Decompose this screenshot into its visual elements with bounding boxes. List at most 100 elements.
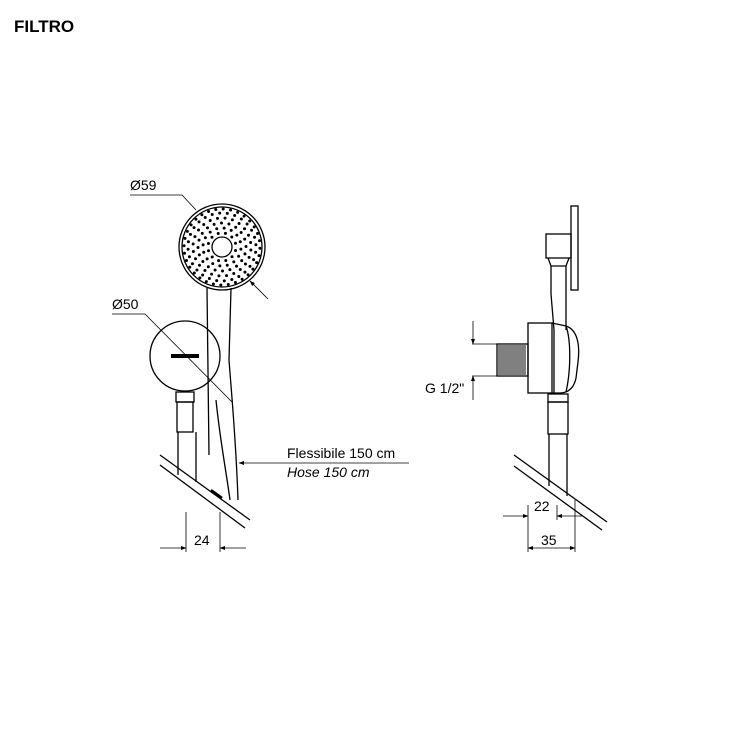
hose-inner <box>215 399 231 501</box>
nozzle-dot <box>233 213 237 217</box>
stem-body <box>176 401 194 433</box>
nozzle-dot <box>226 282 230 286</box>
nozzle-dot <box>197 253 201 257</box>
nozzle-dot <box>201 273 205 277</box>
dim-head-leader <box>130 194 197 211</box>
nozzle-dot <box>210 235 214 239</box>
nozzle-dot <box>223 231 227 235</box>
side-view: G 1/2" 22 35 <box>425 205 608 552</box>
dim-inner-22: 22 <box>534 498 550 514</box>
nozzle-dot <box>243 237 247 241</box>
nozzle-dot <box>212 222 216 226</box>
nozzle-dot <box>188 265 192 269</box>
nozzle-dot <box>197 238 201 242</box>
holder-body-side <box>527 322 553 394</box>
nozzle-dot <box>256 232 260 236</box>
nozzle-dot <box>191 250 195 254</box>
nozzle-dot <box>185 229 189 233</box>
handle-side-lower-left <box>550 293 555 394</box>
nozzle-dot <box>196 246 200 250</box>
nozzle-dot <box>207 209 211 213</box>
nozzle-dot <box>206 265 210 269</box>
nozzle-dot <box>201 260 205 264</box>
nozzle-dot <box>218 211 222 215</box>
nozzle-dot <box>223 216 227 220</box>
nozzle-dot <box>243 227 247 231</box>
nozzle-dot <box>188 232 192 236</box>
nozzle-dot <box>210 212 214 216</box>
nozzle-dot <box>202 222 206 226</box>
nozzle-dot <box>221 207 225 211</box>
wall-line-lower <box>159 464 246 529</box>
nozzle-dot <box>210 255 214 259</box>
side-wall-lower <box>513 465 603 531</box>
dim-holder-diameter: Ø50 <box>112 296 139 312</box>
wall-line-upper <box>159 454 251 521</box>
nozzle-dot <box>254 250 258 254</box>
holder-logo <box>171 354 199 358</box>
nozzle-dot <box>215 279 219 283</box>
nozzle-dot <box>204 280 208 284</box>
nozzle-dot <box>200 231 204 235</box>
nozzle-dot <box>247 255 251 259</box>
side-wall-upper <box>513 454 608 523</box>
nozzle-dot <box>198 276 202 280</box>
nozzle-dot <box>236 210 240 214</box>
nozzle-dot <box>249 240 253 244</box>
nozzle-dot <box>239 230 243 234</box>
holder-outline <box>149 320 221 392</box>
nozzle-dot <box>234 225 238 229</box>
shower-head-nozzles <box>182 207 262 287</box>
nozzle-dot <box>205 257 209 261</box>
nozzle-dot <box>208 230 212 234</box>
nozzle-dot <box>245 222 249 226</box>
nozzle-dot <box>235 233 239 237</box>
nozzle-dot <box>216 232 220 236</box>
nozzle-dot <box>230 278 234 282</box>
nozzle-dot <box>222 226 226 230</box>
holder-cup-side <box>551 322 580 394</box>
dim-width-24: 24 <box>194 532 210 548</box>
nozzle-dot <box>243 270 247 274</box>
outlet-body <box>547 401 569 435</box>
nozzle-dot <box>215 227 219 231</box>
nozzle-dot <box>207 277 211 281</box>
nozzle-dot <box>255 261 259 265</box>
nozzle-dot <box>203 215 207 219</box>
outlet-collar <box>547 393 569 403</box>
nozzle-dot <box>258 246 262 250</box>
nozzle-dot <box>205 226 209 230</box>
nozzle-dot <box>190 262 194 266</box>
nozzle-dot <box>194 257 198 261</box>
nozzle-dot <box>203 268 207 272</box>
nozzle-dot <box>197 263 201 267</box>
nozzle-dot <box>225 263 229 267</box>
nozzle-dot <box>224 258 228 262</box>
holder-cup-inner <box>565 325 571 393</box>
nozzle-dot <box>251 267 255 271</box>
nozzle-dot <box>249 248 253 252</box>
top-connector <box>545 233 572 259</box>
nozzle-dot <box>229 208 233 212</box>
nozzle-dot <box>202 250 206 254</box>
nozzle-dot <box>193 235 197 239</box>
handle-left-edge <box>206 287 210 456</box>
nozzle-dot <box>257 239 261 243</box>
nozzle-dot <box>207 249 211 253</box>
nozzle-dot <box>225 274 229 278</box>
nozzle-dot <box>217 259 221 263</box>
nozzle-dot <box>187 255 191 259</box>
holder <box>149 320 221 392</box>
nozzle-dot <box>246 273 250 277</box>
nozzle-dot <box>242 214 246 218</box>
nozzle-dot <box>192 226 196 230</box>
nozzle-dot <box>248 264 252 268</box>
handle-right-edge <box>228 287 232 361</box>
nozzle-dot <box>232 260 236 264</box>
nozzle-dot <box>194 217 198 221</box>
nozzle-dot <box>230 235 234 239</box>
dim-holder-leader <box>112 313 233 403</box>
nozzle-dot <box>252 225 256 229</box>
nozzle-dot <box>189 223 193 227</box>
